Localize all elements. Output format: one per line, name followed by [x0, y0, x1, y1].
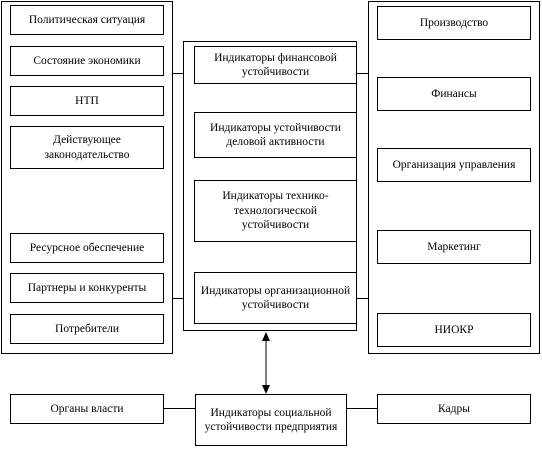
- indicator-technical-technological: Индикаторы технико-технологической устой…: [194, 180, 356, 242]
- connector-center-to-right-2: [357, 298, 368, 299]
- indicator-organizational: Индикаторы организационной устойчивости: [194, 272, 356, 324]
- factor-ntp: НТП: [10, 86, 164, 116]
- factor-rnd: НИОКР: [377, 313, 531, 347]
- bottom-social-indicators: Индикаторы социальной устойчивости предп…: [195, 394, 347, 446]
- factor-marketing: Маркетинг: [377, 230, 531, 264]
- connector-left-to-center-2: [173, 298, 184, 299]
- factor-finance: Финансы: [377, 77, 531, 111]
- factor-consumers: Потребители: [10, 314, 164, 344]
- bottom-personnel: Кадры: [377, 394, 531, 424]
- factor-management-organization: Организация управления: [377, 148, 531, 182]
- indicator-financial: Индикаторы финансовой устойчивости: [194, 46, 356, 84]
- indicator-business-activity: Индикаторы устойчивости деловой активнос…: [194, 112, 356, 158]
- factor-legislation: Действующее законодательство: [10, 126, 164, 169]
- factor-partners-competitors: Партнеры и конкуренты: [10, 273, 164, 303]
- factor-production: Производство: [377, 6, 531, 40]
- factor-resource-supply: Ресурсное обеспечение: [10, 233, 164, 263]
- factor-political-situation: Политическая ситуация: [10, 5, 164, 35]
- connector-center-to-right: [357, 73, 368, 74]
- connector-left-to-center: [173, 73, 184, 74]
- bottom-authorities: Органы власти: [10, 394, 164, 424]
- connector-social-to-personnel: [347, 408, 377, 409]
- factor-economy-state: Состояние экономики: [10, 46, 164, 76]
- connector-authorities-to-social: [164, 408, 195, 409]
